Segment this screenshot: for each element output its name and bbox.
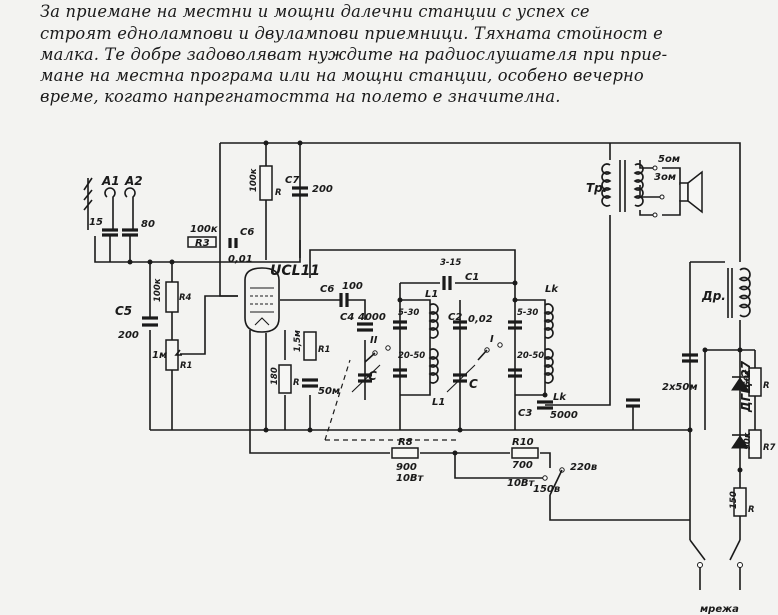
coil-l-top-label: Lk bbox=[545, 284, 559, 295]
r-top-name-label: R bbox=[275, 188, 282, 198]
var-c-b-label: C bbox=[469, 377, 478, 391]
r4-name-label: R4 bbox=[179, 293, 192, 303]
c3-name-label: C3 bbox=[518, 408, 532, 419]
c6-name-label: C6 bbox=[240, 227, 254, 238]
r8-volts-label: 10Вт bbox=[396, 473, 425, 484]
c4-name-label: C4 bbox=[340, 312, 354, 323]
r-15m-name-label: R1 bbox=[318, 345, 330, 355]
r-150-name-label: R bbox=[748, 505, 755, 515]
mains-label: мрежа bbox=[700, 604, 739, 615]
c-50m-label: 50м bbox=[318, 386, 340, 397]
var-c-a-label: C bbox=[368, 369, 377, 383]
antenna-a1-label: A1 bbox=[101, 174, 120, 188]
r-150-value-label: 150 bbox=[729, 491, 739, 509]
r10-volts-label: 10Вт bbox=[507, 478, 536, 489]
tube-name-label: UCL11 bbox=[270, 263, 320, 279]
speaker-icon bbox=[652, 165, 703, 218]
r-top-value-label: 100к bbox=[249, 168, 259, 192]
c1-name-label: C1 bbox=[465, 272, 479, 283]
r-cathode-value-label: 180 bbox=[270, 367, 280, 385]
mains-220-label: 220в bbox=[570, 462, 597, 473]
c5-value-label: 200 bbox=[118, 330, 139, 341]
r3-name-label: R3 bbox=[195, 238, 210, 249]
mains-150-label: 150в bbox=[533, 484, 560, 495]
rectifier-diodes bbox=[731, 376, 749, 449]
c-grid-value-label: 100 bbox=[342, 281, 363, 292]
r10-name-label: R10 bbox=[512, 437, 534, 448]
trim-2050-a-label: 20-50 bbox=[398, 351, 425, 361]
r8-value-label: 900 bbox=[396, 462, 417, 473]
c6-value-label: 0,01 bbox=[228, 254, 253, 265]
tap-50-label: 5ом bbox=[658, 154, 680, 165]
antenna-inputs bbox=[83, 177, 138, 262]
r-50k-b-name-label: R7 bbox=[763, 443, 776, 453]
component-labels: A1 A2 15 80 100к R3 C6 0,01 100к R C7 20… bbox=[89, 154, 776, 615]
trim-530-a-label: 5-30 bbox=[398, 308, 419, 318]
tube-icon bbox=[244, 267, 280, 333]
c2-name-label: C2 bbox=[448, 312, 462, 323]
cap-80-label: 80 bbox=[141, 219, 155, 230]
filter-cap-label: 2х50м bbox=[662, 382, 698, 393]
rectifier-label: ДГЦ-27 bbox=[739, 360, 753, 413]
coils bbox=[428, 160, 751, 384]
switch-i-label: I bbox=[490, 334, 494, 345]
r8-name-label: R8 bbox=[398, 437, 413, 448]
r10-value-label: 700 bbox=[512, 460, 533, 471]
tap-30-label: 3ом bbox=[654, 172, 676, 183]
resistors bbox=[165, 165, 762, 517]
r4-value-label: 100к bbox=[153, 278, 163, 302]
c-grid-name-label: C6 bbox=[320, 284, 334, 295]
paragraph-line-1: За приемане на местни и мощни далечни ст… bbox=[40, 2, 590, 21]
c7-value-label: 200 bbox=[312, 184, 333, 195]
c2-value-label: 0,02 bbox=[468, 314, 493, 325]
antenna-a2-label: A2 bbox=[124, 174, 143, 188]
c5-name-label: C5 bbox=[115, 304, 132, 318]
paragraph-line-4: мане на местна програма или на мощни ста… bbox=[40, 66, 644, 85]
capacitors bbox=[142, 186, 698, 410]
r1-name-label: R1 bbox=[180, 361, 192, 371]
r1-value-label: 1м bbox=[152, 350, 167, 361]
coil-l1b-label: L1 bbox=[432, 397, 445, 408]
paragraph-line-3: малка. Те добре задоволяват нуждите на р… bbox=[40, 45, 668, 64]
r3-value-label: 100к bbox=[190, 224, 218, 235]
transformer-label: Тр. bbox=[586, 181, 607, 195]
r-50k-b-value-label: 50к bbox=[743, 432, 753, 450]
wires bbox=[94, 142, 756, 590]
c4-value-label: 4000 bbox=[357, 312, 386, 323]
coil-l-bot-label: Lk bbox=[553, 392, 567, 403]
c7-name-label: C7 bbox=[285, 175, 299, 186]
cap-15-label: 15 bbox=[89, 217, 103, 228]
trim-530-b-label: 5-30 bbox=[517, 308, 538, 318]
r-15m-value-label: 1,5м bbox=[293, 330, 303, 352]
r-cathode-name-label: R bbox=[293, 378, 300, 388]
r-50k-a-value-label: 50к bbox=[743, 369, 753, 387]
paragraph-line-2: строят еднолампови и двулампови приемниц… bbox=[40, 24, 663, 43]
switch-ii-label: II bbox=[370, 335, 378, 346]
choke-label: Др. bbox=[701, 289, 726, 303]
trim-2050-b-label: 20-50 bbox=[517, 351, 544, 361]
coil-l1-label: L1 bbox=[425, 289, 438, 300]
junction-dots bbox=[127, 140, 743, 473]
band-switches bbox=[364, 342, 743, 568]
r-50k-a-name-label: R bbox=[763, 381, 770, 391]
c1-value-label: 3-15 bbox=[440, 258, 461, 268]
c3-value-label: 5000 bbox=[550, 410, 578, 421]
paragraph-line-5: време, когато напрегнатостта на полето е… bbox=[40, 87, 561, 106]
